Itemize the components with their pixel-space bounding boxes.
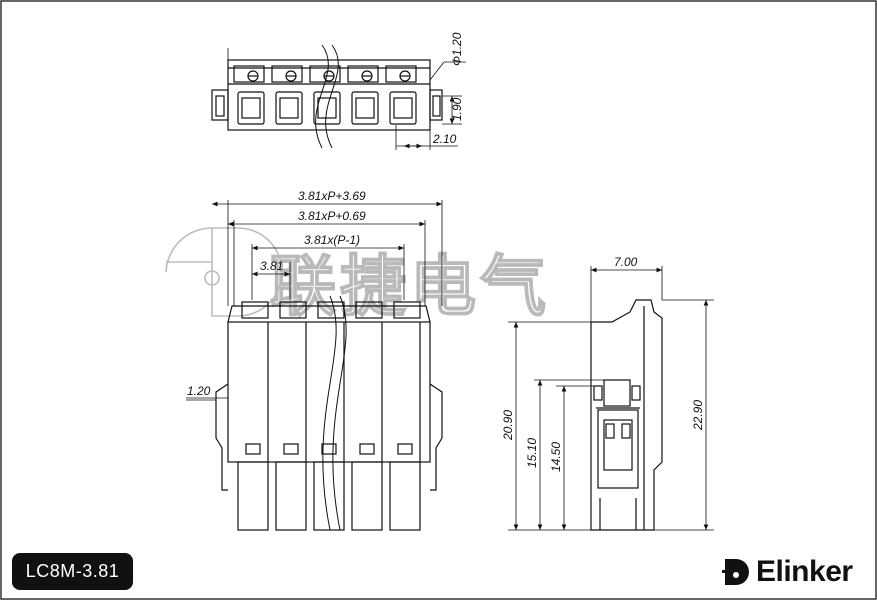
dim-body-height: 20.90 — [501, 410, 515, 441]
pin-leg — [313, 461, 345, 531]
break-line-front — [322, 295, 337, 531]
side-view-body — [590, 299, 663, 531]
screw-slot — [355, 97, 375, 119]
screw-cell — [351, 91, 379, 125]
dim-width: 7.00 — [614, 255, 638, 269]
screw-slot — [393, 97, 413, 119]
dim-pitch: 3.81 — [260, 259, 283, 273]
brand-name: Elinker — [756, 555, 853, 588]
screw-cell — [389, 91, 417, 125]
dim-low-height: 14.50 — [549, 442, 563, 472]
contact-window — [283, 443, 299, 455]
dim-total-height: 22.90 — [691, 400, 705, 431]
dim-overall: 3.81xP+3.69 — [298, 189, 366, 203]
front-top-cap — [355, 301, 383, 319]
dim-hole-dia: Φ1.20 — [450, 32, 464, 66]
dim-depth: 1.90 — [450, 97, 464, 121]
front-view-modules — [237, 301, 421, 531]
brand-logo: Elinker — [722, 554, 853, 590]
dim-pitch-offset: 2.10 — [432, 132, 457, 146]
pin-leg — [351, 461, 383, 531]
dim-span: 3.81x(P-1) — [304, 233, 360, 247]
contact-window — [397, 443, 413, 455]
top-view-cells — [233, 65, 417, 125]
front-view — [186, 200, 443, 531]
screw-slot — [279, 97, 299, 119]
top-cell — [385, 65, 417, 83]
model-badge: LC8M-3.81 — [12, 553, 133, 590]
contact-window — [359, 443, 375, 455]
front-top-cap — [279, 301, 307, 319]
pin-leg — [237, 461, 269, 531]
contact-window — [245, 443, 261, 455]
contact-window — [321, 443, 337, 455]
top-cell — [271, 65, 303, 83]
dim-inner: 3.81xP+0.69 — [298, 209, 366, 223]
watermark: 联捷电气 — [165, 227, 550, 326]
watermark-text: 联捷电气 — [270, 248, 550, 325]
pin-leg — [389, 461, 421, 531]
screw-slot — [241, 97, 261, 119]
screw-slot — [317, 97, 337, 119]
top-cell — [233, 65, 265, 83]
pin-leg — [275, 461, 307, 531]
dim-latch: 1.20 — [187, 384, 211, 398]
screw-cell — [237, 91, 265, 125]
top-cell — [347, 65, 379, 83]
side-view — [508, 266, 714, 531]
front-top-cap — [241, 301, 269, 319]
break-line — [315, 44, 329, 149]
dim-mid-height: 15.10 — [525, 438, 539, 468]
screw-cell — [275, 91, 303, 125]
front-top-cap — [393, 301, 421, 319]
top-view — [211, 44, 466, 150]
screw-cell — [313, 91, 341, 125]
brand-mark-icon — [722, 559, 749, 585]
